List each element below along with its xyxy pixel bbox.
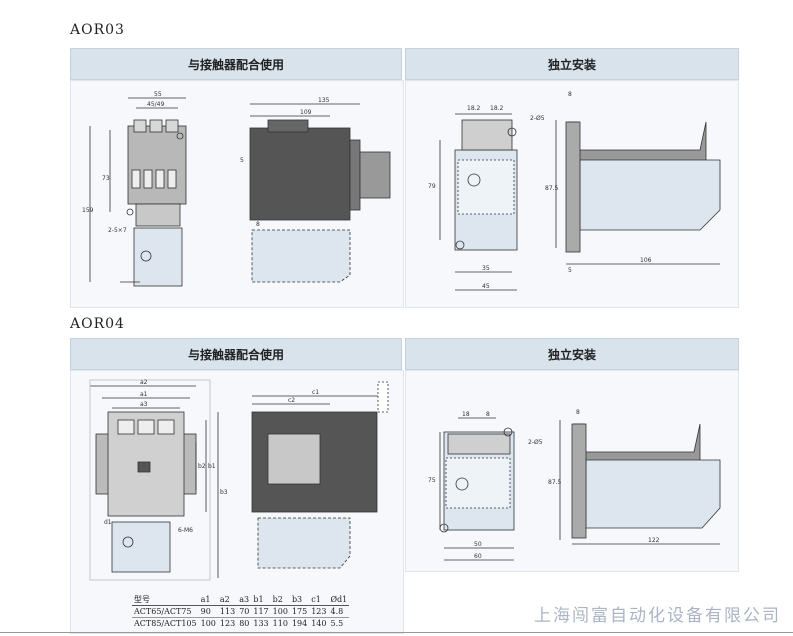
dim-b2: b2 [198,463,206,470]
section-title-aor04: AOR04 [70,316,125,332]
table-cell: 123 [219,619,236,628]
dim-std-18-2b: 18.2 [490,105,504,112]
dim-side-8: 8 [256,221,260,228]
table-header-cell: 型号 [132,594,199,606]
dim-c1: c1 [312,389,319,396]
dim-c2: c2 [288,397,295,404]
panel-header-with-contactor: 与接触器配合使用 [70,48,402,80]
aor04-standalone-front [439,417,515,561]
table-header-cell: a2 [217,594,238,606]
dim-front-159: 159 [82,207,94,214]
table-header-cell: Ød1 [328,594,350,606]
dim-front-55: 55 [154,91,162,98]
dim-a2: a2 [140,379,148,386]
table-cell: 133 [253,619,269,628]
table-row: ACT65/ACT75 90 113 70 117 100 175 123 4.… [132,605,350,618]
table-cell: 113 [217,605,238,618]
dim-std-18: 18 [462,411,470,418]
dim-a1: a1 [140,391,148,398]
aor04-side-view [251,381,389,569]
table-cell: 80 [239,619,250,628]
table-cell: 110 [272,619,288,628]
dim-std-75: 75 [428,477,436,484]
table-cell: 5.5 [330,619,344,628]
table-header-cell: a1 [198,594,218,606]
table-cell: 175 [289,605,310,618]
section-title-aor03: AOR03 [70,22,125,38]
table-cell: ACT65/ACT75 [132,605,199,618]
dim-a3: a3 [140,401,148,408]
table-header-cell: b1 [251,594,271,606]
table-header-cell: b2 [270,594,290,606]
panel-header-standalone-2: 独立安装 [405,338,739,370]
company-watermark: 上海闯富自动化设备有限公司 [534,606,781,626]
table-cell: 100 [270,605,290,618]
table-cell: ACT85/ACT105 [134,619,197,628]
dim-std-35: 35 [482,265,490,272]
table-cell: 100 [200,619,216,628]
table-cell: 4.8 [328,605,350,618]
table-cell: 90 [198,605,218,618]
dim-front-45-49: 45/49 [147,101,164,108]
dim-ss-122: 122 [648,537,660,544]
dim-ss-8: 8 [568,91,572,98]
dim-b3: b3 [220,489,228,496]
table-cell: 194 [291,619,308,628]
aor04-front-view [89,379,219,581]
aor03-side-view [249,103,391,283]
table-header-cell: c1 [309,594,329,606]
table-row: ACT85/ACT105 100 123 80 133 110 194 140 … [132,618,349,630]
dim-b1: b1 [208,463,216,470]
dim-std-hole: 2-Ø5 [530,115,545,122]
aor03-standalone-front [439,113,518,291]
dim-std-79: 79 [428,183,436,190]
dim-ss-5: 5 [568,267,572,274]
dim-side-109: 109 [300,109,312,116]
table-cell: 70 [237,605,252,618]
panel-header-standalone: 独立安装 [405,48,739,80]
aor04-standalone-side [559,420,721,545]
dim-d1: d1 [104,519,112,526]
aor03-standalone-side [555,120,721,265]
dim-ss-8-2: 8 [576,409,580,416]
dimension-table: 型号 a1 a2 a3 b1 b2 b3 c1 Ød1 ACT65/ACT75 … [132,594,350,630]
table-header-cell: a3 [237,594,252,606]
bottom-divider [0,632,793,633]
table-cell: 123 [309,605,329,618]
table-header-row: 型号 a1 a2 a3 b1 b2 b3 c1 Ød1 [132,594,350,606]
dim-std-8: 8 [486,411,490,418]
table-cell: 140 [311,619,327,628]
dim-std-50: 50 [474,541,482,548]
table-header-cell: b3 [289,594,310,606]
dim-std-60: 60 [474,553,482,560]
dim-ss-106: 106 [640,257,652,264]
dim-side-5: 5 [240,157,244,164]
dim-std-45: 45 [482,283,490,290]
dim-front-73: 73 [102,175,110,182]
dim-ss-87-5: 87.5 [545,185,559,192]
table-cell: 117 [251,605,271,618]
dim-front-screw: 2-5×7 [108,227,127,234]
dim-side-135: 135 [318,97,330,104]
dim-std-hole-2: 2-Ø5 [528,439,543,446]
aor03-front-view [89,97,187,287]
dim-std-18-2a: 18.2 [467,105,481,112]
dim-6-m6: 6-M6 [178,527,193,534]
panel-header-with-contactor-2: 与接触器配合使用 [70,338,402,370]
dim-ss-87-5-2: 87.5 [548,479,562,486]
